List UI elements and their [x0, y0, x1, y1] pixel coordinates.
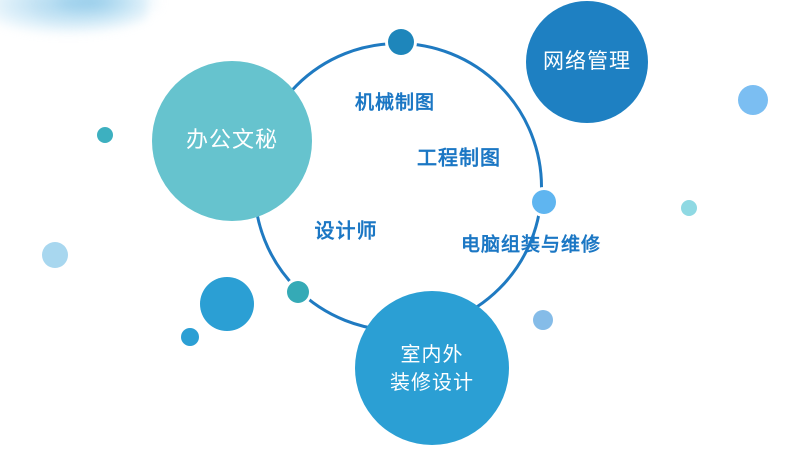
label-mechanical-drafting[interactable]: 机械制图 [354, 91, 436, 114]
label-computer-assembly-repair[interactable]: 电脑组装与维修 [460, 233, 602, 256]
decor-lightblue-center-dot [533, 310, 553, 330]
decor-blue-mid-left-dot [200, 277, 254, 331]
bubble-interior-exterior-design[interactable]: 室内外 装修设计 [355, 291, 509, 445]
watercolor-cloud-decoration [0, 0, 147, 36]
ring-dot-right [532, 190, 556, 214]
bubble-label-office-clerical: 办公文秘 [185, 127, 278, 153]
bubble-label-interior-exterior-design: 室内外 装修设计 [390, 342, 474, 394]
decor-lightblue-left-dot [42, 242, 68, 268]
decor-teal-right-dot [681, 200, 697, 216]
decor-teal-upper-left-dot [97, 127, 113, 143]
watercolor-cloud-decoration [40, 0, 160, 26]
bubble-network-management[interactable]: 网络管理 [526, 1, 648, 123]
decor-blue-small-left-dot [181, 328, 199, 346]
ring-dot-left [287, 281, 309, 303]
label-designer[interactable]: 设计师 [314, 218, 378, 243]
label-engineering-drafting[interactable]: 工程制图 [417, 145, 501, 170]
bubble-label-network-management: 网络管理 [543, 49, 631, 74]
decor-lightblue-topright-dot [738, 85, 768, 115]
ring-dot-top [388, 29, 414, 55]
bubble-office-clerical[interactable]: 办公文秘 [152, 61, 312, 221]
